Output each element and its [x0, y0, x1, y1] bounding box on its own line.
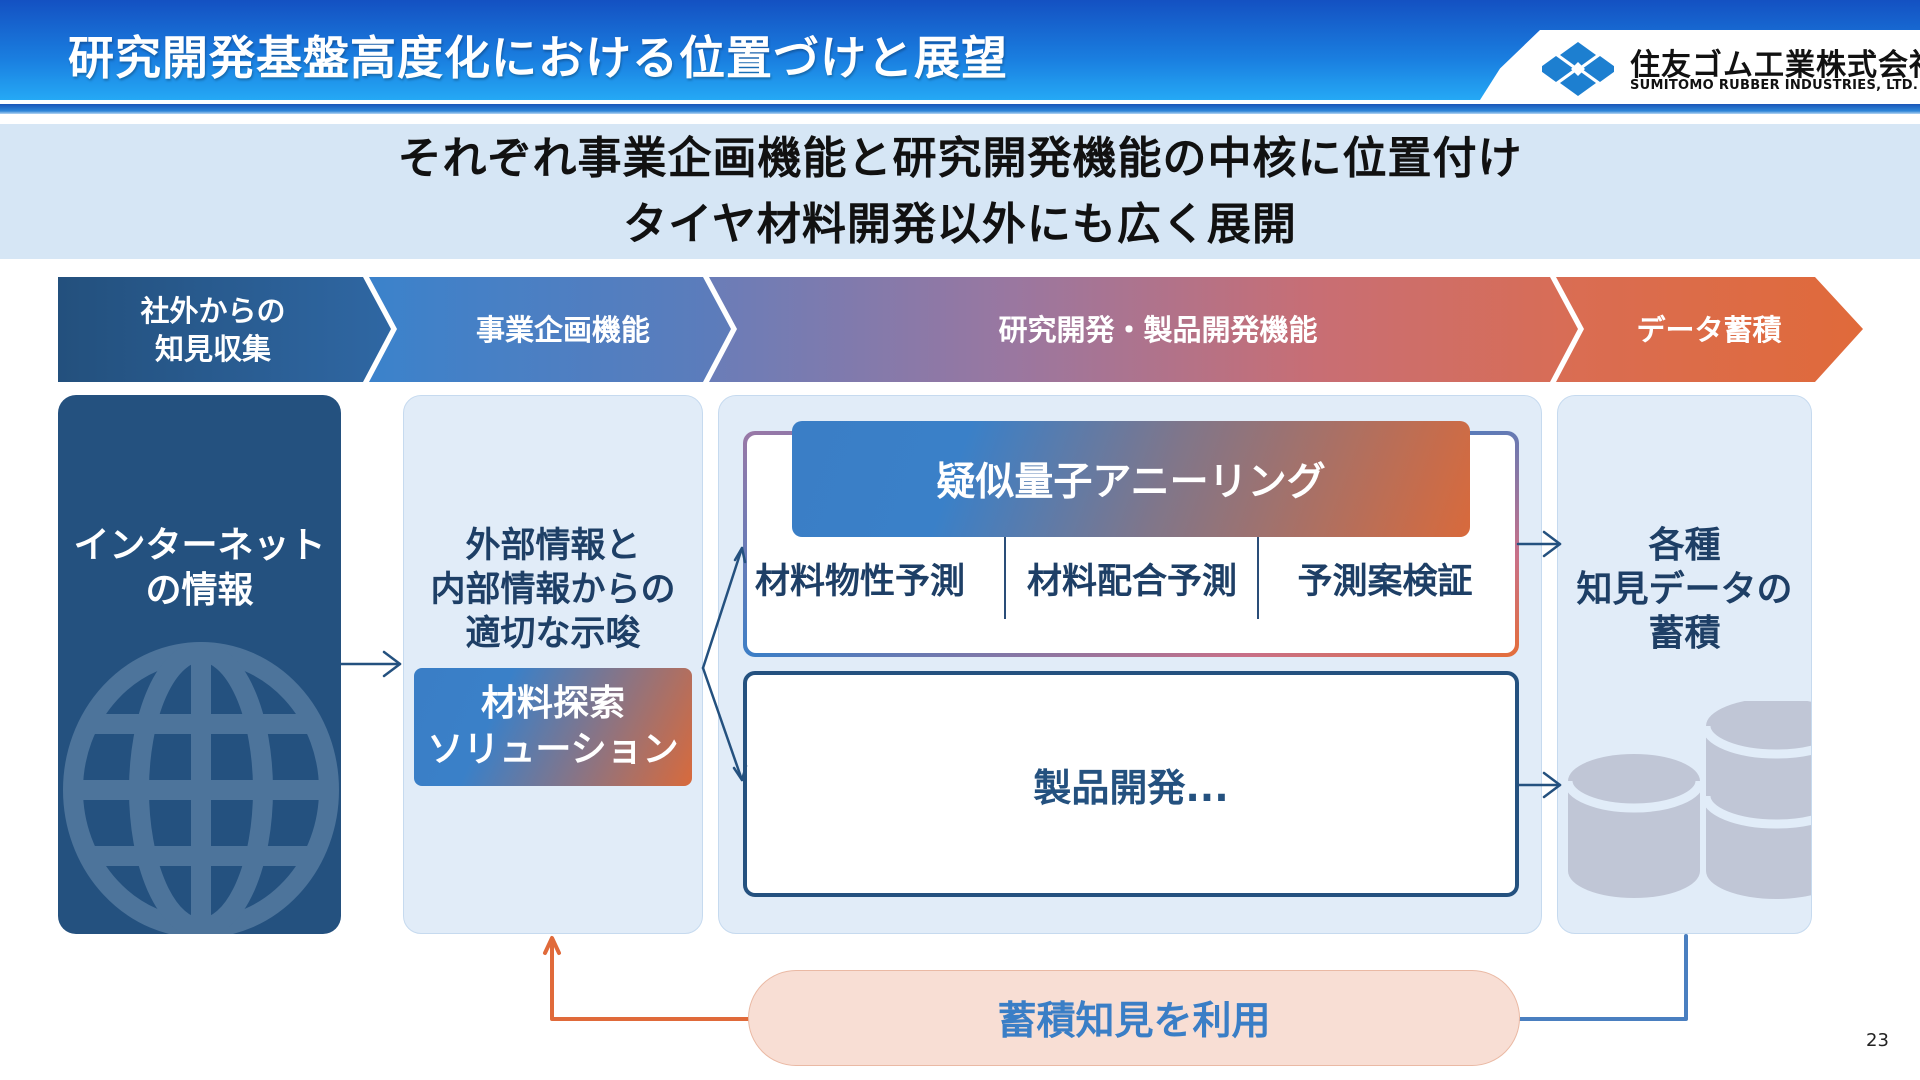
rd-card: 疑似量子アニーリング 材料物性予測 材料配合予測 予測案検証 製品開発...: [718, 395, 1542, 934]
divider: [1004, 537, 1006, 619]
subtitle-line-1: それぞれ事業企画機能と研究開発機能の中核に位置付け: [397, 132, 1523, 184]
business-planning-card: 外部情報と 内部情報からの 適切な示唆 材料探索 ソリューション: [403, 395, 703, 934]
company-name-en: SUMITOMO RUBBER INDUSTRIES, LTD.: [1630, 78, 1919, 93]
sumitomo-logo-icon: [1542, 42, 1614, 96]
product-development-label: 製品開発...: [1033, 765, 1229, 810]
data-line2: 知見データの: [1576, 569, 1793, 610]
stage-rd-product-dev: 研究開発・製品開発機能: [738, 277, 1578, 382]
chevron-background: [58, 277, 1863, 382]
quantum-annealing-header: 疑似量子アニーリング: [792, 421, 1470, 537]
product-development-box: 製品開発...: [743, 671, 1519, 897]
data-line3: 蓄積: [1648, 613, 1721, 654]
stage-data-accumulation: データ蓄積: [1584, 277, 1834, 382]
business-insight-label: 外部情報と 内部情報からの 適切な示唆: [404, 524, 702, 656]
subtitle-line-2: タイヤ材料開発以外にも広く展開: [623, 198, 1297, 250]
material-blend-prediction: 材料配合予測: [1026, 561, 1237, 602]
internet-info-line2: の情報: [145, 570, 254, 611]
stage-external-knowledge: 社外からの 知見収集: [58, 277, 368, 382]
subtitle-band: それぞれ事業企画機能と研究開発機能の中核に位置付け タイヤ材料開発以外にも広く展…: [0, 124, 1920, 259]
database-icon: [1563, 701, 1811, 899]
globe-icon: [63, 642, 339, 934]
internet-info-label: インターネット の情報: [58, 523, 341, 613]
feedback-label: 蓄積知見を利用: [997, 999, 1271, 1044]
prediction-verification: 予測案検証: [1297, 561, 1473, 602]
stage-label: 研究開発・製品開発機能: [998, 312, 1318, 347]
stage-label: データ蓄積: [1636, 312, 1782, 347]
internet-info-line1: インターネット: [73, 525, 326, 566]
stage-business-planning: 事業企画機能: [398, 277, 728, 382]
page-number: 23: [1866, 1030, 1889, 1051]
data-line1: 各種: [1648, 525, 1721, 566]
stage-chevron-row: 社外からの 知見収集 事業企画機能 研究開発・製品開発機能 データ蓄積: [58, 277, 1863, 382]
business-line2: 内部情報からの: [430, 570, 676, 610]
stage-label-line1: 社外からの: [140, 293, 286, 328]
stage-label: 事業企画機能: [475, 312, 650, 347]
data-accumulation-label: 各種 知見データの 蓄積: [1558, 524, 1811, 656]
header-divider-gradient: [0, 104, 1920, 114]
business-line3: 適切な示唆: [465, 614, 641, 654]
divider: [1257, 537, 1259, 619]
company-name-jp: 住友ゴム工業株式会社: [1630, 48, 1920, 83]
solution-line1: 材料探索: [480, 683, 625, 724]
internet-info-card: インターネット の情報: [58, 395, 341, 934]
material-property-prediction: 材料物性予測: [754, 561, 965, 602]
solution-line2: ソリューション: [427, 729, 679, 770]
page-title: 研究開発基盤高度化における位置づけと展望: [68, 31, 1008, 85]
use-accumulated-knowledge-pill: 蓄積知見を利用: [748, 970, 1520, 1066]
business-line1: 外部情報と: [465, 526, 641, 566]
material-search-solution-box: 材料探索 ソリューション: [414, 668, 692, 786]
stage-label-line2: 知見収集: [154, 331, 271, 366]
data-accumulation-card: 各種 知見データの 蓄積: [1557, 395, 1812, 934]
